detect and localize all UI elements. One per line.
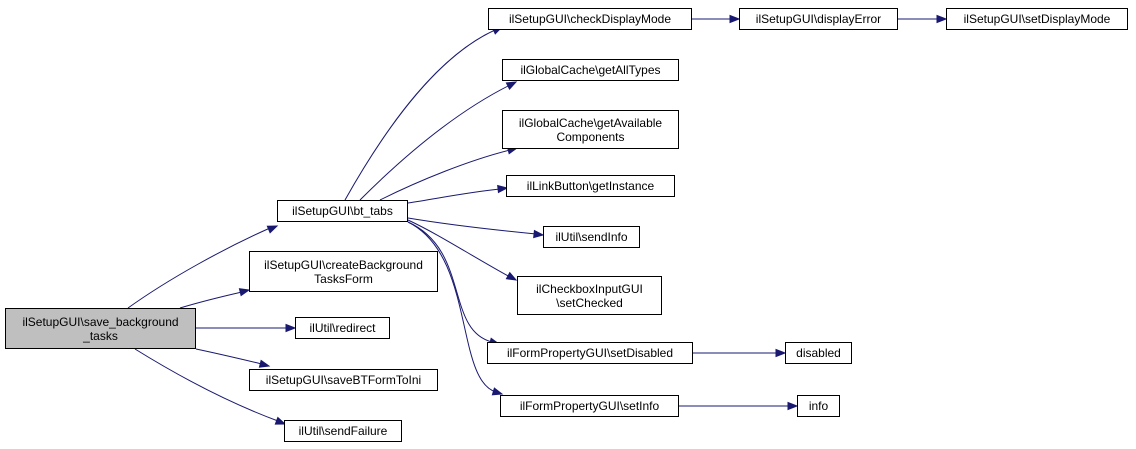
edge-save_background_tasks-to-saveBTFormToIni	[195, 348, 263, 365]
arrowhead-sendFailure	[274, 416, 287, 425]
arrowhead-bt_tabs	[266, 225, 279, 234]
node-label: ilUtil\sendFailure	[298, 424, 388, 438]
arrowhead-setInfo	[491, 387, 504, 396]
node-display-error[interactable]: ilSetupGUI\displayError	[739, 8, 898, 30]
node-label: disabled	[796, 346, 841, 360]
node-set-disabled[interactable]: ilFormPropertyGUI\setDisabled	[487, 342, 693, 364]
node-set-display-mode[interactable]: ilSetupGUI\setDisplayMode	[946, 8, 1128, 30]
node-info[interactable]: info	[797, 395, 840, 417]
arrowhead-setChecked	[505, 271, 518, 281]
node-label: ilSetupGUI\displayError	[755, 12, 882, 26]
node-check-display-mode[interactable]: ilSetupGUI\checkDisplayMode	[488, 8, 692, 30]
node-label: ilGlobalCache\getAvailable Components	[518, 115, 663, 144]
edge-save_background_tasks-to-createBackgroundTasksForm	[179, 291, 243, 309]
edge-bt_tabs-to-sendInfo	[407, 217, 537, 235]
node-label: ilUtil\sendInfo	[555, 230, 628, 244]
edge-save_background_tasks-to-bt_tabs	[127, 227, 271, 309]
node-label: ilSetupGUI\checkDisplayMode	[508, 12, 672, 26]
arrowhead-disabled	[775, 348, 787, 358]
node-get-instance[interactable]: ilLinkButton\getInstance	[506, 175, 675, 197]
node-get-all-types[interactable]: ilGlobalCache\getAllTypes	[502, 59, 679, 81]
node-send-info[interactable]: ilUtil\sendInfo	[543, 226, 640, 248]
node-label: ilFormPropertyGUI\setInfo	[519, 399, 660, 413]
node-set-checked[interactable]: ilCheckboxInputGUI \setChecked	[517, 276, 662, 315]
node-label: ilSetupGUI\bt_tabs	[292, 204, 393, 218]
node-get-available-components[interactable]: ilGlobalCache\getAvailable Components	[502, 110, 679, 149]
arrowhead-sendInfo	[533, 229, 545, 239]
edge-bt_tabs-to-setDisabled	[407, 221, 493, 343]
node-label: ilSetupGUI\createBackground TasksForm	[264, 257, 423, 286]
node-label: ilUtil\redirect	[309, 321, 376, 335]
arrowhead-info	[787, 401, 799, 411]
node-set-info[interactable]: ilFormPropertyGUI\setInfo	[500, 395, 679, 417]
node-label: ilCheckboxInputGUI \setChecked	[536, 281, 643, 310]
node-label: ilSetupGUI\setDisplayMode	[963, 12, 1111, 26]
edge-bt_tabs-to-setChecked	[407, 219, 511, 278]
arrowhead-getAllTypes	[505, 81, 518, 91]
arrowhead-saveBTFormToIni	[258, 359, 271, 368]
node-redirect[interactable]: ilUtil\redirect	[295, 317, 390, 339]
edge-bt_tabs-to-setInfo	[407, 221, 497, 393]
arrowhead-displayError	[729, 14, 741, 24]
edge-bt_tabs-to-getAllTypes	[359, 84, 511, 201]
node-save-bt-form-to-ini[interactable]: ilSetupGUI\saveBTFormToIni	[249, 369, 438, 391]
node-label: ilSetupGUI\saveBTFormToIni	[265, 373, 422, 387]
node-disabled[interactable]: disabled	[785, 342, 852, 364]
edge-bt_tabs-to-getInstance	[407, 188, 501, 204]
node-label: ilLinkButton\getInstance	[526, 179, 655, 193]
node-bt-tabs[interactable]: ilSetupGUI\bt_tabs	[277, 200, 408, 222]
arrowhead-redirect	[285, 323, 297, 333]
arrowhead-getInstance	[497, 184, 509, 194]
node-send-failure[interactable]: ilUtil\sendFailure	[284, 420, 402, 442]
node-label: ilFormPropertyGUI\setDisabled	[506, 346, 674, 360]
node-label: info	[808, 399, 829, 413]
edge-bt_tabs-to-checkDisplayMode	[344, 29, 496, 201]
node-create-background-tasks-form[interactable]: ilSetupGUI\createBackground TasksForm	[249, 251, 438, 292]
node-label: ilSetupGUI\save_background _tasks	[22, 314, 179, 343]
node-label: ilGlobalCache\getAllTypes	[520, 63, 661, 77]
node-save-background-tasks: ilSetupGUI\save_background _tasks	[5, 308, 196, 349]
arrowhead-createBackgroundTasksForm	[238, 288, 251, 297]
edge-save_background_tasks-to-sendFailure	[134, 348, 279, 422]
arrowhead-setDisplayMode	[936, 14, 948, 24]
edge-bt_tabs-to-getAvailableComponents	[379, 149, 511, 201]
